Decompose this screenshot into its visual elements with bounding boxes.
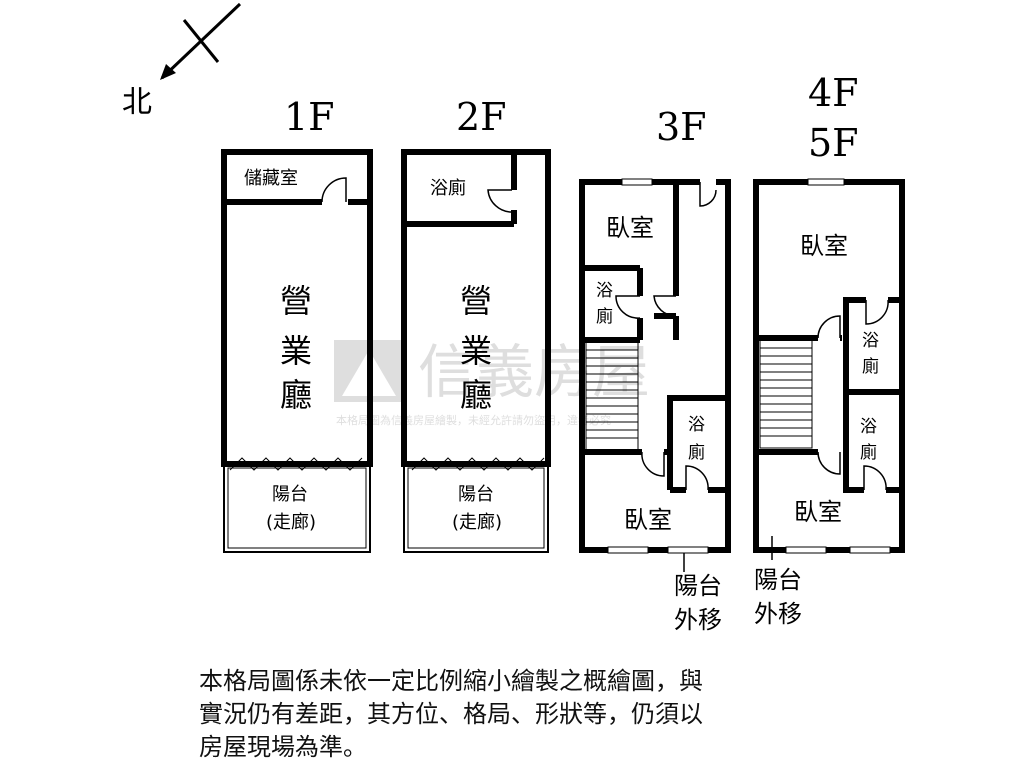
window-icon	[807, 178, 845, 186]
floor-label-2f: 2F	[456, 95, 507, 139]
door-icon	[487, 189, 513, 213]
room-bath-lower-char-2: 廁	[860, 442, 877, 463]
window-zigzag	[411, 457, 545, 471]
room-bedroom-top: 臥室	[800, 232, 848, 260]
room-bath-left-char-1: 浴	[596, 281, 613, 301]
room-hall-char-1: 營	[280, 282, 312, 320]
room-balcony-sub: (走廊)	[452, 512, 502, 533]
window-icon	[667, 546, 709, 554]
room-hall-char-3: 廳	[280, 376, 312, 414]
window-icon	[607, 546, 649, 554]
balcony-note-line-2: 外移	[754, 600, 802, 628]
room-bath-left-char-2: 廁	[596, 306, 613, 327]
room-bath: 浴廁	[430, 177, 466, 199]
floor-plan-1f	[221, 149, 373, 553]
room-storage: 儲藏室	[244, 168, 298, 189]
floor-label-5f: 5F	[808, 121, 859, 165]
window-icon	[849, 546, 891, 554]
floor-1f-balcony	[223, 463, 371, 553]
balcony-note-line-1: 陽台	[674, 572, 722, 600]
door-icon	[865, 299, 889, 325]
room-bath-right-char-2: 廁	[688, 442, 705, 463]
staircase	[759, 339, 813, 449]
door-icon	[321, 177, 347, 203]
room-bedroom-bottom: 臥室	[624, 506, 672, 534]
floor-label-4f: 4F	[808, 71, 859, 115]
compass: 北	[122, 2, 242, 120]
room-hall-char-2: 業	[460, 332, 492, 370]
door-icon	[817, 315, 841, 339]
room-bedroom-bottom: 臥室	[794, 498, 842, 526]
window-zigzag	[229, 457, 363, 471]
watermark: 信義房屋 本格局圖為信義房屋繪製，未經允許請勿盜用，違者必究	[334, 338, 650, 427]
compass-arrow-icon	[160, 2, 242, 80]
room-hall-char-1: 營	[460, 282, 492, 320]
room-balcony: 陽台	[458, 484, 494, 505]
north-label: 北	[122, 85, 152, 120]
door-icon	[641, 451, 665, 477]
floor-2f-balcony	[403, 463, 549, 553]
door-icon	[685, 465, 709, 491]
window-icon	[621, 178, 653, 186]
room-hall-char-2: 業	[280, 332, 312, 370]
floor-label-3f: 3F	[656, 105, 707, 149]
door-icon	[863, 465, 887, 491]
door-icon	[699, 182, 717, 207]
floor-plan-3f	[579, 178, 731, 572]
room-bath-right-char-1: 浴	[688, 415, 705, 435]
room-balcony: 陽台	[272, 484, 308, 505]
floor-plan-2f	[401, 149, 551, 553]
room-bedroom-top: 臥室	[606, 214, 654, 242]
balcony-note-line-2: 外移	[674, 606, 722, 634]
room-bath-lower-char-1: 浴	[860, 417, 877, 437]
watermark-notice: 本格局圖為信義房屋繪製，未經允許請勿盜用，違者必究	[336, 413, 611, 427]
room-bath-upper-char-1: 浴	[862, 331, 879, 351]
room-balcony-sub: (走廊)	[266, 512, 316, 533]
floor-label-1f: 1F	[284, 95, 335, 139]
window-icon	[785, 546, 827, 554]
room-bath-upper-char-2: 廁	[862, 356, 879, 377]
floor-3f-outer-wall	[579, 179, 731, 553]
compass-arrowhead-icon	[160, 64, 176, 80]
disclaimer-line: 本格局圖係未依一定比例縮小繪製之概繪圖，與	[199, 667, 703, 695]
door-icon	[817, 451, 841, 475]
watermark-brand: 信義房屋	[418, 338, 650, 406]
door-icon	[615, 295, 641, 319]
balcony-note-line-1: 陽台	[754, 566, 802, 594]
disclaimer-line: 實況仍有差距，其方位、格局、形狀等，仍須以	[199, 700, 703, 728]
room-hall-char-3: 廳	[460, 376, 492, 414]
disclaimer-line: 房屋現場為準。	[199, 733, 367, 761]
floor-plan-4f-5f	[753, 178, 905, 560]
disclaimer-text: 本格局圖係未依一定比例縮小繪製之概繪圖，與 實況仍有差距，其方位、格局、形狀等，…	[199, 665, 819, 764]
